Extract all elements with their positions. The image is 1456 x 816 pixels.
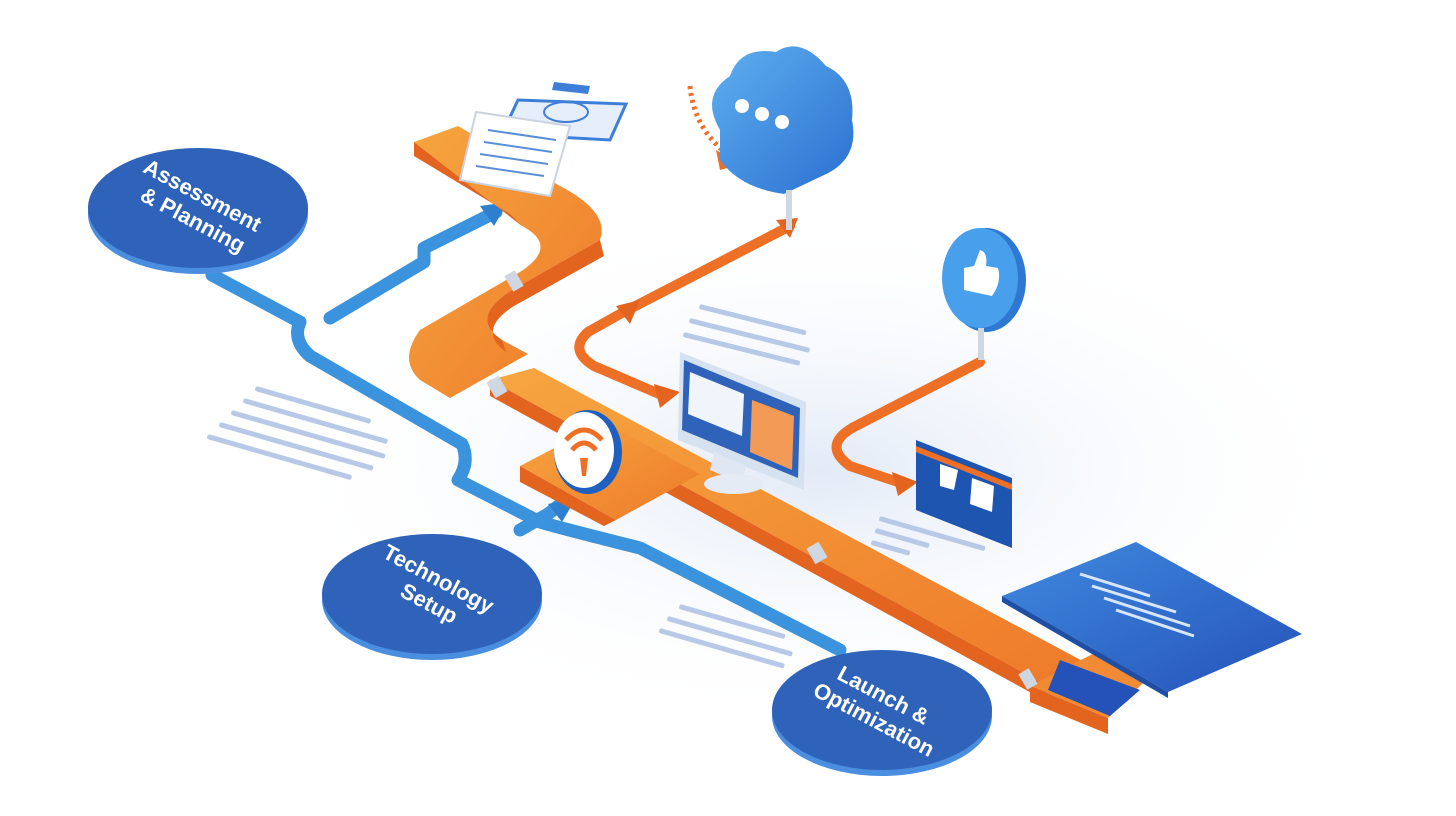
cloud-chat-icon: [712, 46, 854, 230]
chat-panel-icon: [916, 440, 1012, 548]
laptop-icon: [1002, 542, 1302, 716]
stage-assessment[interactable]: Assessment & Planning: [88, 148, 308, 274]
orange-arrow-head: [892, 472, 918, 496]
stage-launch[interactable]: Launch & Optimization: [772, 650, 992, 776]
monitor-icon: [678, 352, 806, 494]
orange-lines: [574, 221, 985, 489]
orange-arrow-head: [654, 384, 680, 408]
thumbs-up-icon: [942, 228, 1026, 360]
signal-icon: [554, 410, 622, 494]
document-icon: [458, 82, 629, 198]
faint-text-block: [207, 386, 388, 480]
orange-arrow-head: [616, 300, 640, 324]
faint-text-block: [683, 304, 810, 366]
stage-technology[interactable]: Technology Setup: [322, 534, 542, 660]
faint-text-block: [659, 604, 793, 669]
orange-dashed-arc: [687, 85, 732, 159]
faint-text-block: [871, 516, 986, 556]
